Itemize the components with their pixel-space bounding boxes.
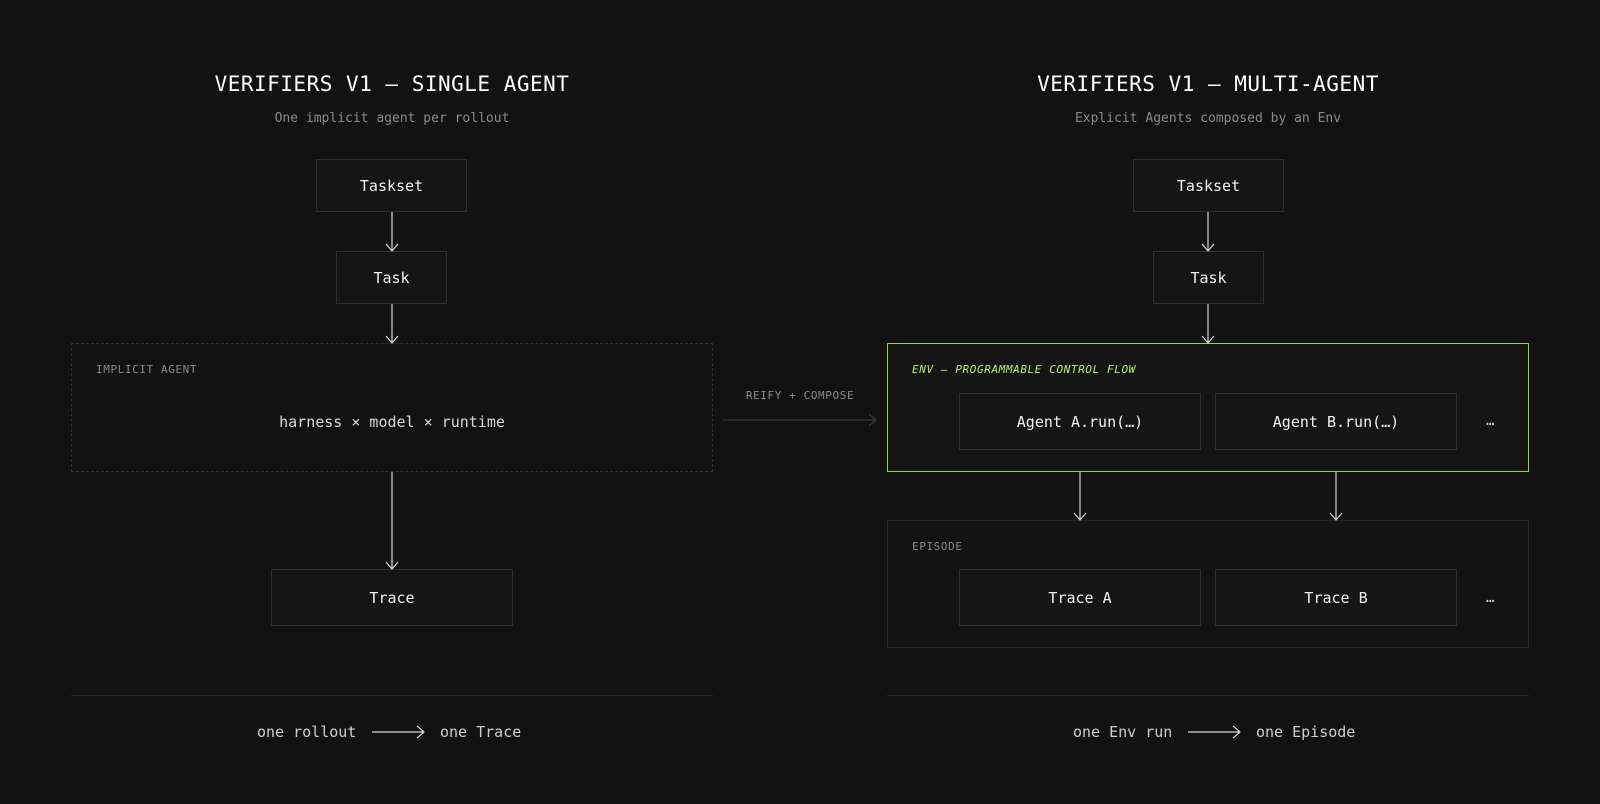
left-trace-label: Trace [369,588,415,607]
arrow-agent-to-trace-left [385,472,399,570]
left-footer-from: one rollout [257,723,357,741]
right-footer-to: one Episode [1256,723,1356,741]
reify-compose-label: REIFY + COMPOSE [745,389,855,402]
arrow-taskset-to-task-right [1201,212,1215,252]
left-task-label: Task [373,268,410,287]
trace-a-label: Trace A [1048,588,1112,607]
right-footer-from: one Env run [1073,723,1173,741]
reify-compose-arrow [723,413,877,427]
implicit-agent-label: IMPLICIT AGENT [96,363,198,376]
left-subtitle: One implicit agent per rollout [274,111,510,126]
agent-b-label: Agent B.run(…) [1272,412,1400,431]
implicit-agent-region: IMPLICIT AGENT [71,343,713,472]
arrow-env-to-trace-b [1329,472,1343,521]
right-divider [887,695,1529,696]
arrow-env-to-trace-a [1073,472,1087,521]
agent-a-label: Agent A.run(…) [1016,412,1144,431]
right-subtitle: Explicit Agents composed by an Env [1074,111,1342,126]
footer-arrow-right [1188,725,1241,739]
agent-b-node[interactable]: Agent B.run(…) [1215,393,1457,450]
agent-a-node[interactable]: Agent A.run(…) [959,393,1201,450]
arrow-taskset-to-task-left [385,212,399,252]
left-footer-to: one Trace [440,723,522,741]
left-trace-node[interactable]: Trace [271,569,513,626]
trace-b-node[interactable]: Trace B [1215,569,1457,626]
arrow-task-to-agent-left [385,304,399,344]
trace-more-ellipsis: … [1486,590,1495,606]
footer-arrow-left [372,725,425,739]
episode-label: EPISODE [912,540,963,553]
right-taskset-label: Taskset [1176,176,1241,195]
arrow-task-to-env-right [1201,304,1215,344]
left-title: VERIFIERS V1 — SINGLE AGENT [214,72,570,96]
trace-b-label: Trace B [1304,588,1368,607]
left-task-node[interactable]: Task [336,251,447,304]
left-divider [71,695,713,696]
right-taskset-node[interactable]: Taskset [1133,159,1284,212]
left-taskset-node[interactable]: Taskset [316,159,467,212]
right-task-node[interactable]: Task [1153,251,1264,304]
left-taskset-label: Taskset [359,176,424,195]
right-title: VERIFIERS V1 — MULTI-AGENT [1037,72,1379,96]
env-label: ENV — PROGRAMMABLE CONTROL FLOW [912,363,1136,376]
agent-more-ellipsis: … [1486,413,1495,429]
right-task-label: Task [1190,268,1227,287]
trace-a-node[interactable]: Trace A [959,569,1201,626]
agent-formula: harness × model × runtime [279,413,505,431]
